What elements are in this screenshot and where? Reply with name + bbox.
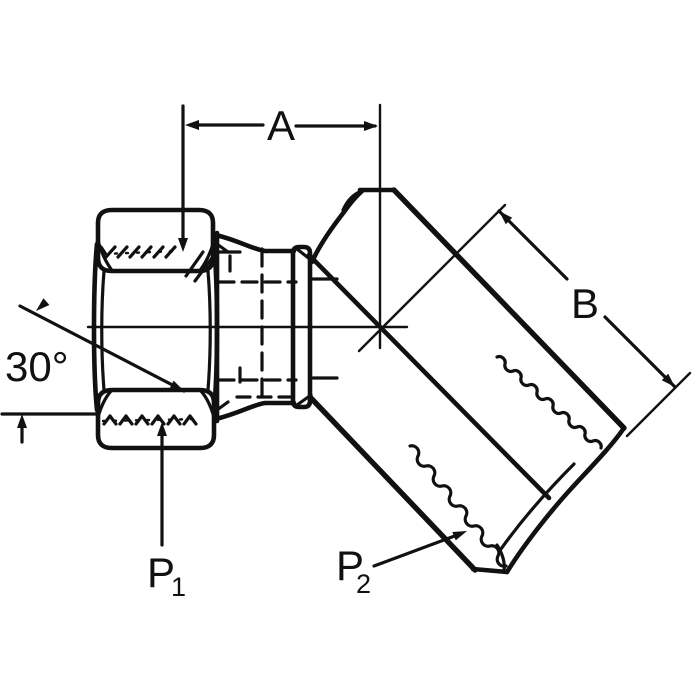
- p2-label: P: [336, 542, 364, 589]
- dim-a-arrowhead-right: [364, 121, 378, 131]
- nut-top-thread-dots: [102, 249, 180, 256]
- elbow-thread-squiggle-upper: [495, 355, 603, 450]
- elbow-lower-left-edge: [307, 394, 478, 573]
- port2-annotation: P 2: [336, 531, 467, 599]
- angle-leader-line: [18, 304, 186, 393]
- nut-top-thread-hatch: [99, 245, 177, 259]
- dim-b-line-lower: [603, 315, 677, 389]
- p1-arrowhead: [157, 422, 167, 436]
- elbow-axis-line: [306, 252, 552, 501]
- p1-label: P: [147, 549, 175, 596]
- elbow-end-flat: [470, 566, 510, 575]
- elbow-upper-right-edge: [391, 187, 627, 431]
- dimension-b: B: [497, 209, 692, 438]
- nut-top-chamfer-band: [95, 207, 216, 274]
- dim-a-extension-arrowhead-down: [178, 238, 188, 252]
- p2-arrowhead: [452, 531, 467, 541]
- bore-hidden-ticks: [228, 254, 242, 384]
- angle-leader-arrowhead: [169, 380, 184, 391]
- p2-leader-line: [372, 532, 462, 568]
- nut-bottom-chamfer-band: [95, 387, 217, 451]
- nut-chamfer-slivers: [96, 239, 216, 419]
- angle-upper-arrowhead: [36, 298, 50, 311]
- nut-hex-corner-right: [206, 269, 212, 392]
- dim-b-extension-lower: [625, 371, 692, 438]
- elbow-upper-left-curve: [309, 188, 365, 265]
- shoulder-top-edge: [213, 232, 297, 254]
- bore-lines-into-elbow: [311, 277, 339, 380]
- p1-label-subscript: 1: [171, 572, 186, 602]
- nut-hex-corner-left: [100, 269, 106, 392]
- elbow-end-face: [504, 425, 627, 575]
- end-chamfer-arc: [499, 462, 576, 551]
- angle-label: 30°: [5, 343, 69, 390]
- dim-a-label: A: [267, 102, 295, 149]
- nut-bottom-thread-hatch: [102, 414, 198, 426]
- port1-annotation: P 1: [147, 422, 186, 602]
- nut-thread-lead-marks: [184, 250, 214, 283]
- dim-a-arrowhead-left: [185, 120, 199, 130]
- dim-b-label: B: [571, 280, 599, 327]
- swivel-hex-nut: [91, 207, 220, 451]
- flange-ring: [290, 244, 313, 410]
- p2-label-subscript: 2: [356, 569, 371, 599]
- dim-b-arrowhead-lower: [661, 373, 675, 387]
- centerlines: [86, 103, 507, 353]
- elbow-threaded-body: [306, 187, 627, 575]
- angle-up-arrowhead: [17, 414, 27, 428]
- dim-b-line-upper: [497, 209, 569, 281]
- elbow-thread-squiggle-lower: [408, 444, 508, 568]
- dim-b-arrowhead-upper: [499, 211, 513, 225]
- hidden-thread-bore-lines: [217, 247, 339, 400]
- shoulder-bottom-edge: [213, 400, 297, 422]
- angle-dimension-30deg: 30°: [0, 298, 186, 444]
- diagonal-centerline-b-extension: [357, 203, 507, 353]
- dimension-a: A: [178, 102, 378, 252]
